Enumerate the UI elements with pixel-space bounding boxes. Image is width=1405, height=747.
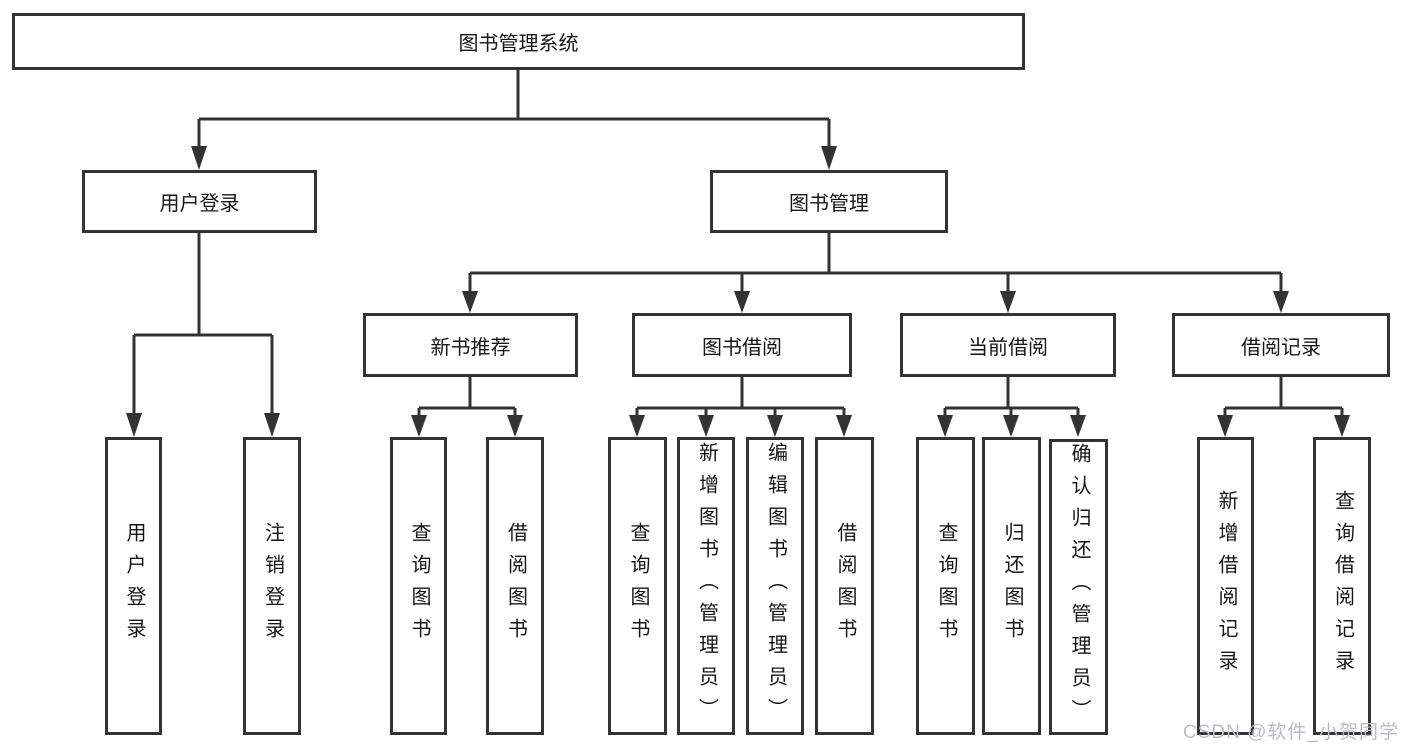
node-borrow-records: 借阅记录 [1172, 313, 1390, 377]
node-root: 图书管理系统 [12, 13, 1025, 70]
leaf-add-borrow-record: 新增借阅记录 [1197, 437, 1254, 735]
leaf-user-login: 用户登录 [105, 437, 162, 735]
leaf-query-book-1-label: 查询图书 [408, 522, 430, 650]
leaf-add-book-admin: 新增图书（管理员） [677, 437, 735, 735]
leaf-edit-book-admin: 编辑图书（管理员） [746, 437, 804, 735]
leaf-borrow-book-2-label: 借阅图书 [834, 522, 856, 650]
leaf-query-book-3: 查询图书 [916, 437, 975, 735]
arrowheads [126, 146, 1350, 437]
node-book-management: 图书管理 [710, 170, 948, 233]
node-root-label: 图书管理系统 [458, 33, 579, 55]
node-borrow-records-label: 借阅记录 [1241, 336, 1321, 359]
leaf-confirm-return-admin: 确认归还（管理员） [1049, 439, 1108, 735]
leaf-return-book-label: 归还图书 [1001, 522, 1023, 650]
leaf-query-borrow-record: 查询借阅记录 [1313, 437, 1371, 735]
leaf-query-book-1: 查询图书 [390, 437, 447, 735]
leaf-add-borrow-record-label: 新增借阅记录 [1215, 490, 1237, 682]
leaf-borrow-book-1: 借阅图书 [486, 437, 544, 735]
node-user-login: 用户登录 [82, 170, 317, 233]
node-new-book-recommend: 新书推荐 [363, 313, 578, 377]
node-book-borrow-label: 图书借阅 [702, 336, 782, 359]
leaf-add-book-admin-label: 新增图书（管理员） [695, 442, 718, 730]
leaf-query-book-2: 查询图书 [608, 437, 667, 735]
csdn-watermark: CSDN @软件_小贺同学 [1183, 722, 1399, 743]
node-book-borrow: 图书借阅 [632, 313, 852, 377]
leaf-logout: 注销登录 [243, 437, 301, 735]
node-new-book-recommend-label: 新书推荐 [430, 336, 511, 359]
leaf-query-book-3-label: 查询图书 [935, 522, 957, 650]
leaf-edit-book-admin-label: 编辑图书（管理员） [764, 442, 787, 730]
leaf-user-login-label: 用户登录 [123, 522, 145, 650]
leaf-borrow-book-2: 借阅图书 [815, 437, 874, 735]
leaf-query-book-2-label: 查询图书 [627, 522, 649, 650]
leaf-query-borrow-record-label: 查询借阅记录 [1331, 490, 1354, 682]
node-book-management-label: 图书管理 [789, 193, 869, 215]
leaf-confirm-return-admin-label: 确认归还（管理员） [1068, 443, 1090, 731]
leaf-borrow-book-1-label: 借阅图书 [504, 522, 527, 650]
leaf-return-book: 归还图书 [982, 437, 1041, 735]
node-current-borrow: 当前借阅 [900, 313, 1116, 377]
leaf-logout-label: 注销登录 [261, 522, 284, 650]
node-current-borrow-label: 当前借阅 [968, 336, 1048, 359]
node-user-login-label: 用户登录 [159, 193, 240, 215]
